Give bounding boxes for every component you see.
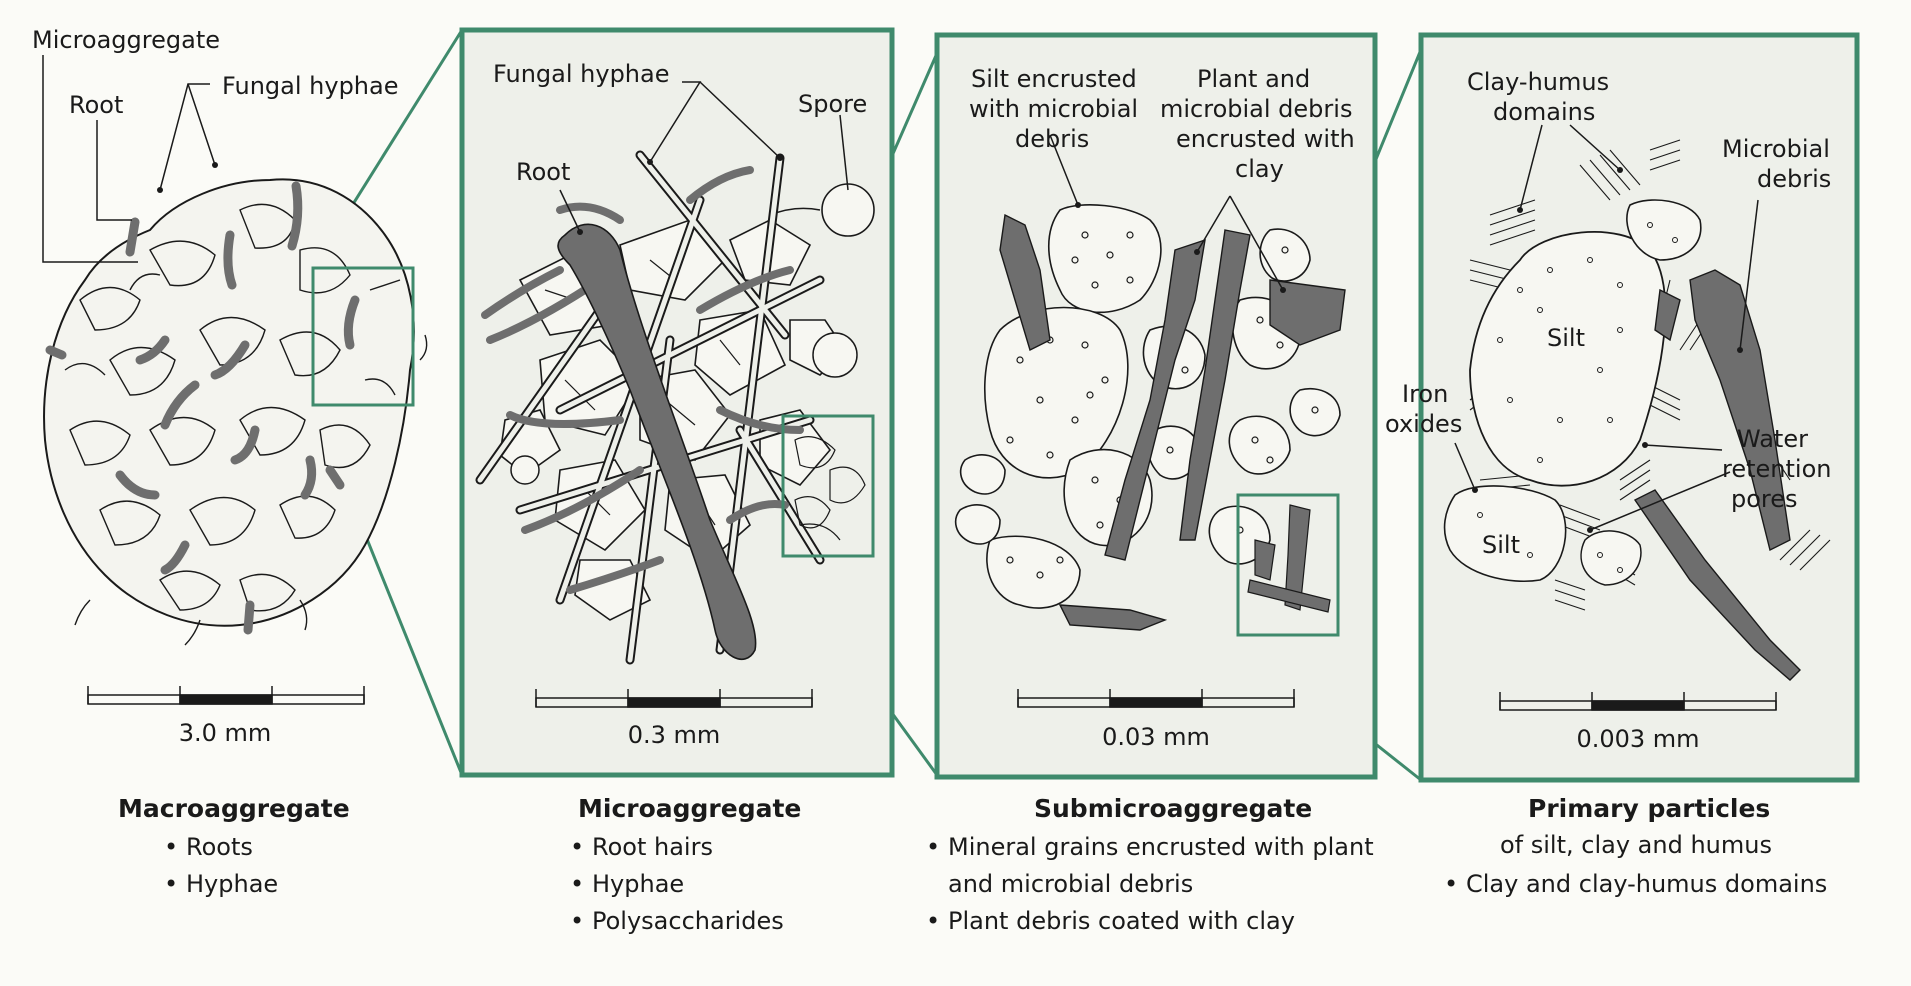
silt-dots <box>1477 222 1678 573</box>
caption-subtitle-primary: of silt, clay and humus <box>1500 831 1772 859</box>
scale-label-submicro: 0.03 mm <box>1102 723 1210 751</box>
label-iron-oxides-2: oxides <box>1385 410 1462 438</box>
caption-item: Polysaccharides <box>566 903 801 940</box>
label-plant-debris-2: microbial debris <box>1160 95 1352 123</box>
label-microbial-debris-1: Microbial <box>1722 135 1830 163</box>
label-plant-debris-1: Plant and <box>1197 65 1310 93</box>
label-silt-upper: Silt <box>1547 324 1585 352</box>
caption-item: Hyphae <box>160 866 350 903</box>
label-iron-oxides-1: Iron <box>1402 380 1448 408</box>
label-spore: Spore <box>798 90 867 118</box>
caption-title-submicro: Submicroaggregate <box>1034 794 1313 823</box>
caption-list-micro: Root hairs Hyphae Polysaccharides <box>566 829 801 940</box>
label-fungal-hyphae-micro: Fungal hyphae <box>493 60 669 88</box>
caption-item-continued: and microbial debris <box>948 870 1194 898</box>
caption-item: Root hairs <box>566 829 801 866</box>
caption-title-macro: Macroaggregate <box>118 794 350 823</box>
label-silt-encrusted-3: debris <box>1015 125 1089 153</box>
label-plant-debris-3: encrusted with <box>1176 125 1355 153</box>
label-water-retention-2: retention <box>1722 455 1831 483</box>
caption-item: Hyphae <box>566 866 801 903</box>
scale-bar-macro <box>87 686 365 705</box>
scale-bar-submicro <box>1017 689 1295 708</box>
scale-label-primary: 0.003 mm <box>1576 725 1699 753</box>
microaggregate-panel: Fungal hyphae Root Spore <box>459 27 895 778</box>
caption-item: Plant debris coated with clay <box>922 903 1374 940</box>
primary-particles-panel: Clay-humus domains Microbial debris Silt… <box>1385 32 1860 783</box>
caption-primary-particles: Primary particles of silt, clay and humu… <box>1440 790 1827 903</box>
caption-list-primary: Clay and clay-humus domains <box>1440 866 1827 903</box>
caption-title-primary: Primary particles <box>1528 794 1771 823</box>
label-silt-encrusted-2: with microbial <box>969 95 1138 123</box>
label-clay-humus-1: Clay-humus <box>1467 68 1609 96</box>
macroaggregate-drawing: Microaggregate Root Fungal hyphae <box>32 26 428 646</box>
label-microbial-debris-2: debris <box>1757 165 1831 193</box>
label-fungal-hyphae: Fungal hyphae <box>222 72 398 100</box>
scale-bar-micro <box>535 689 813 708</box>
grain-dots <box>1006 231 1319 579</box>
label-water-retention-3: pores <box>1731 485 1798 513</box>
caption-list-macro: Roots Hyphae <box>160 829 350 903</box>
caption-submicroaggregate: Submicroaggregate Mineral grains encrust… <box>922 790 1374 940</box>
label-silt-encrusted-1: Silt encrusted <box>971 65 1137 93</box>
scale-label-macro: 3.0 mm <box>179 719 272 747</box>
label-clay-humus-2: domains <box>1493 98 1595 126</box>
label-root-micro: Root <box>516 158 570 186</box>
label-microaggregate: Microaggregate <box>32 26 220 54</box>
caption-item: Mineral grains encrusted with plant <box>922 829 1374 866</box>
caption-macroaggregate: Macroaggregate Roots Hyphae <box>118 790 350 903</box>
scale-label-micro: 0.3 mm <box>628 721 721 749</box>
caption-item: Clay and clay-humus domains <box>1440 866 1827 903</box>
label-root: Root <box>69 91 123 119</box>
label-silt-lower: Silt <box>1482 531 1520 559</box>
caption-microaggregate: Microaggregate Root hairs Hyphae Polysac… <box>570 790 802 940</box>
caption-item: Roots <box>160 829 350 866</box>
scale-bar-primary <box>1499 692 1777 711</box>
submicroaggregate-panel: Silt encrusted with microbial debris Pla… <box>934 32 1378 780</box>
label-plant-debris-4: clay <box>1235 155 1284 183</box>
caption-title-micro: Microaggregate <box>578 794 802 823</box>
label-water-retention-1: Water <box>1737 425 1808 453</box>
caption-list-submicro: Mineral grains encrusted with plant and … <box>922 829 1374 940</box>
